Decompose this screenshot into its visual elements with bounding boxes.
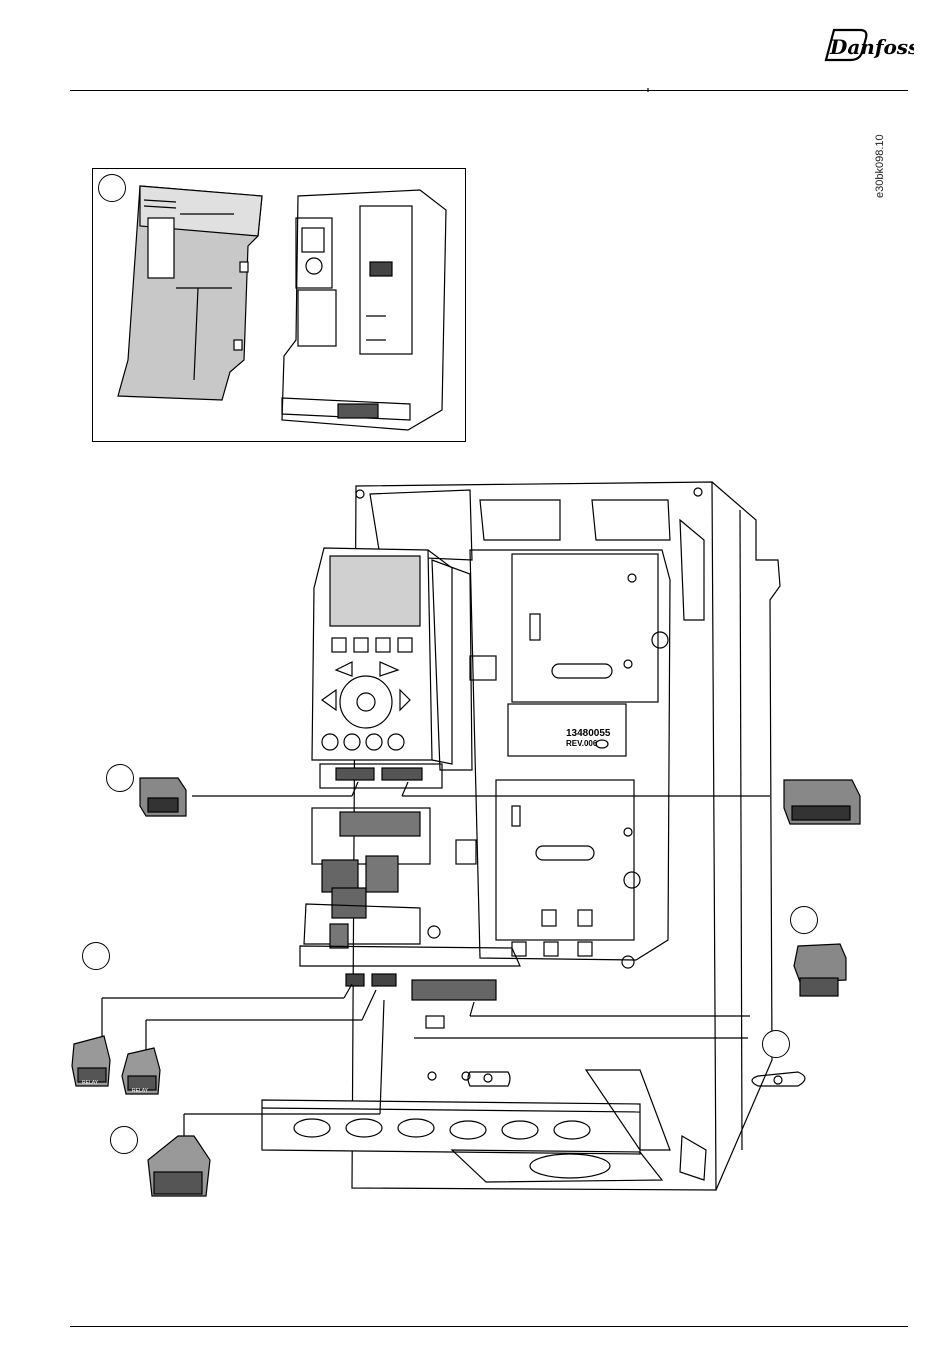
part-number-label: 13480055 [566, 728, 611, 739]
callout-6 [110, 1126, 138, 1154]
relay-label-2: RELAY [132, 1088, 149, 1094]
part-revision-label: REV.006 [566, 739, 598, 748]
power-terminals [262, 946, 706, 1182]
callout-3 [790, 906, 818, 934]
control-terminals [304, 764, 442, 948]
relay-label-1: RELAY [82, 1080, 99, 1086]
drive-body-small [282, 190, 446, 430]
lcp-keypad [312, 548, 452, 764]
leader-lines [102, 782, 770, 1136]
footer-rule [70, 1326, 908, 1327]
front-cover-drawing [118, 186, 262, 400]
callout-5 [762, 1030, 790, 1058]
callout-2 [106, 764, 134, 792]
callout-4 [82, 942, 110, 970]
